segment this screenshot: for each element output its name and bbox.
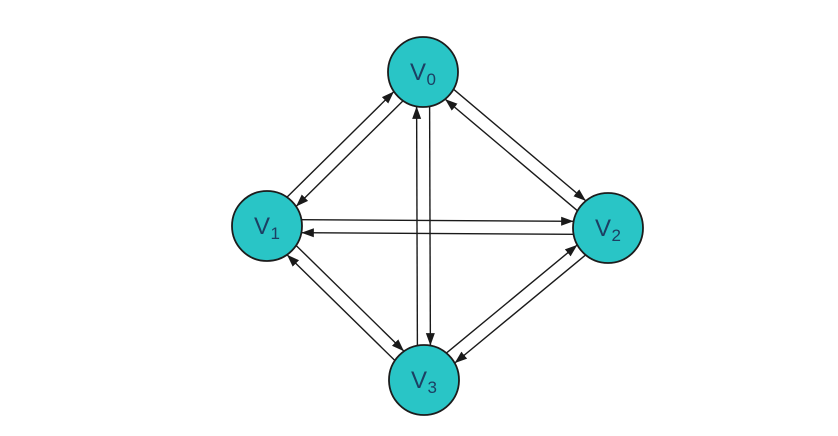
node-circle-v1 [231, 190, 303, 262]
edge-arrow-v3-to-v0 [412, 106, 422, 346]
node-v0: V0 [387, 36, 459, 108]
node-v2: V2 [572, 192, 644, 264]
node-label-v2: V2 [595, 215, 621, 245]
node-v1: V1 [231, 190, 303, 262]
node-label-v1: V1 [254, 213, 280, 243]
edge-arrow-v0-to-v3 [425, 106, 435, 346]
node-label-v0: V0 [410, 59, 436, 89]
edge-arrow-v2-to-v0 [444, 98, 578, 212]
node-circle-v2 [572, 192, 644, 264]
edge-arrow-v3-to-v1 [286, 254, 396, 362]
node-circle-v3 [388, 344, 460, 416]
edge-arrow-v1-to-v0 [286, 91, 395, 198]
edge-arrow-v1-to-v3 [295, 244, 405, 352]
edge-arrow-v2-to-v3 [454, 254, 587, 364]
edge-arrow-v0-to-v2 [453, 88, 587, 202]
edge-arrow-v2-to-v1 [301, 228, 574, 238]
node-circle-v0 [387, 36, 459, 108]
edge-arrow-v0-to-v1 [295, 100, 404, 207]
edge-arrow-v1-to-v2 [301, 216, 574, 226]
node-v3: V3 [388, 344, 460, 416]
node-label-v3: V3 [411, 367, 437, 397]
edge-arrow-v3-to-v2 [445, 244, 578, 354]
